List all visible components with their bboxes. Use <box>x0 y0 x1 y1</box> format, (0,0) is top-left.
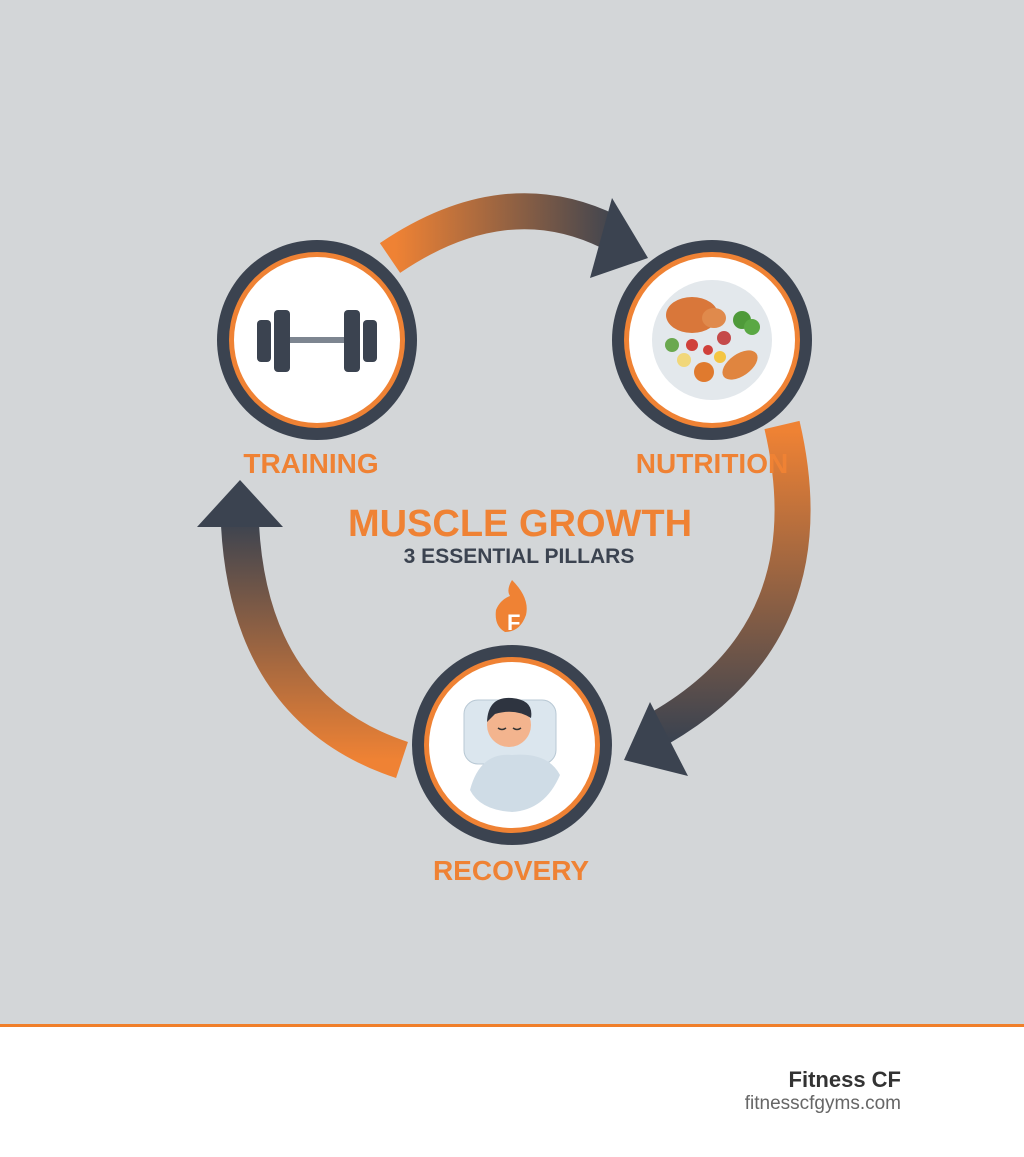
dumbbell-icon <box>257 310 377 372</box>
arrow-nutrition-to-recovery <box>624 420 811 776</box>
footer: Fitness CF fitnesscfgyms.com <box>0 1024 1024 1157</box>
sleeping-person-icon <box>463 697 560 812</box>
footer-url: fitnesscfgyms.com <box>744 1093 901 1114</box>
training-circle <box>217 240 417 440</box>
arrow-recovery-to-training <box>197 480 409 779</box>
svg-text:F: F <box>507 610 520 635</box>
pillar-label-training: TRAINING <box>243 448 379 479</box>
arrow-training-to-nutrition <box>379 193 648 278</box>
flame-f-logo: F <box>495 580 527 635</box>
pillar-label-nutrition: NUTRITION <box>635 448 789 479</box>
footer-brand: Fitness CF <box>788 1067 901 1092</box>
recovery-circle <box>412 645 612 845</box>
cycle-diagram: F <box>197 193 812 845</box>
diagram-subtitle: 3 ESSENTIAL PILLARS <box>403 545 635 568</box>
pillar-label-recovery: RECOVERY <box>432 855 590 886</box>
diagram-title: MUSCLE GROWTH <box>347 503 693 545</box>
nutrition-circle <box>612 240 812 440</box>
food-plate-icon <box>652 280 772 400</box>
